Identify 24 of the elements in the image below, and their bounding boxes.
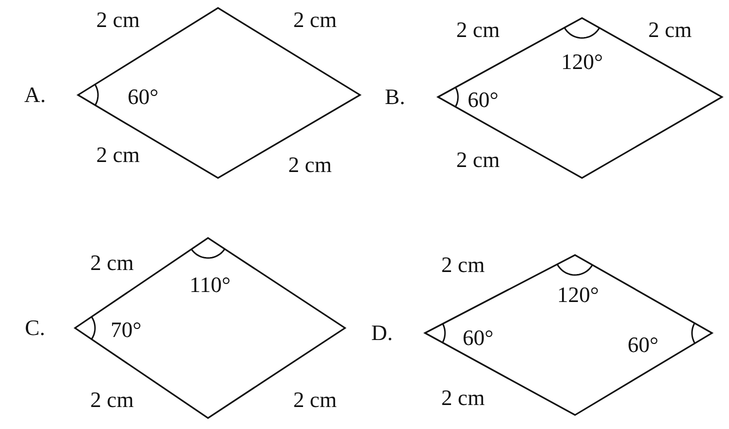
angle-label: 120° (561, 51, 603, 73)
angle-label: 120° (557, 284, 599, 306)
side-length-label: 2 cm (456, 149, 500, 171)
side-length-label: 2 cm (288, 154, 332, 176)
side-length-label: 2 cm (648, 19, 692, 41)
side-length-label: 2 cm (90, 389, 134, 411)
option-letter: D. (371, 322, 393, 344)
angle-label: 60° (628, 334, 658, 356)
angle-label: 60° (462, 327, 494, 349)
angle-label: 60° (468, 89, 498, 111)
angle-label: 60° (128, 86, 158, 108)
option-letter: B. (384, 86, 406, 108)
angle-label: 70° (110, 319, 142, 341)
side-length-label: 2 cm (96, 9, 140, 31)
side-length-label: 2 cm (96, 144, 140, 166)
side-length-label: 2 cm (293, 9, 337, 31)
option-letter: A. (24, 84, 46, 106)
side-length-label: 2 cm (293, 389, 337, 411)
side-length-label: 2 cm (456, 19, 500, 41)
side-length-label: 2 cm (90, 252, 134, 274)
side-length-label: 2 cm (441, 254, 485, 276)
side-length-label: 2 cm (441, 387, 485, 409)
option-letter: C. (24, 317, 46, 339)
angle-label: 110° (190, 274, 230, 296)
